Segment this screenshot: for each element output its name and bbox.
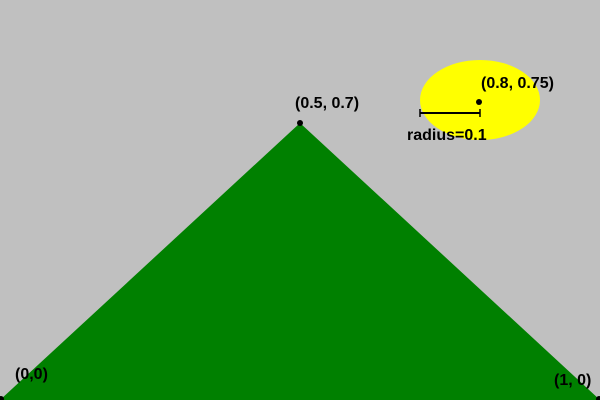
origin-point: [0, 396, 4, 400]
origin-label: (0,0): [15, 366, 48, 383]
mountain-triangle: [0, 123, 600, 400]
sun-center-point: [476, 99, 482, 105]
radius-label: radius=0.1: [407, 127, 487, 144]
peak-point: [297, 120, 303, 126]
right-base-label: (1, 0): [554, 372, 591, 389]
right-base-point: [596, 396, 600, 400]
sun-center-label: (0.8, 0.75): [481, 75, 554, 92]
peak-label: (0.5, 0.7): [295, 95, 359, 112]
